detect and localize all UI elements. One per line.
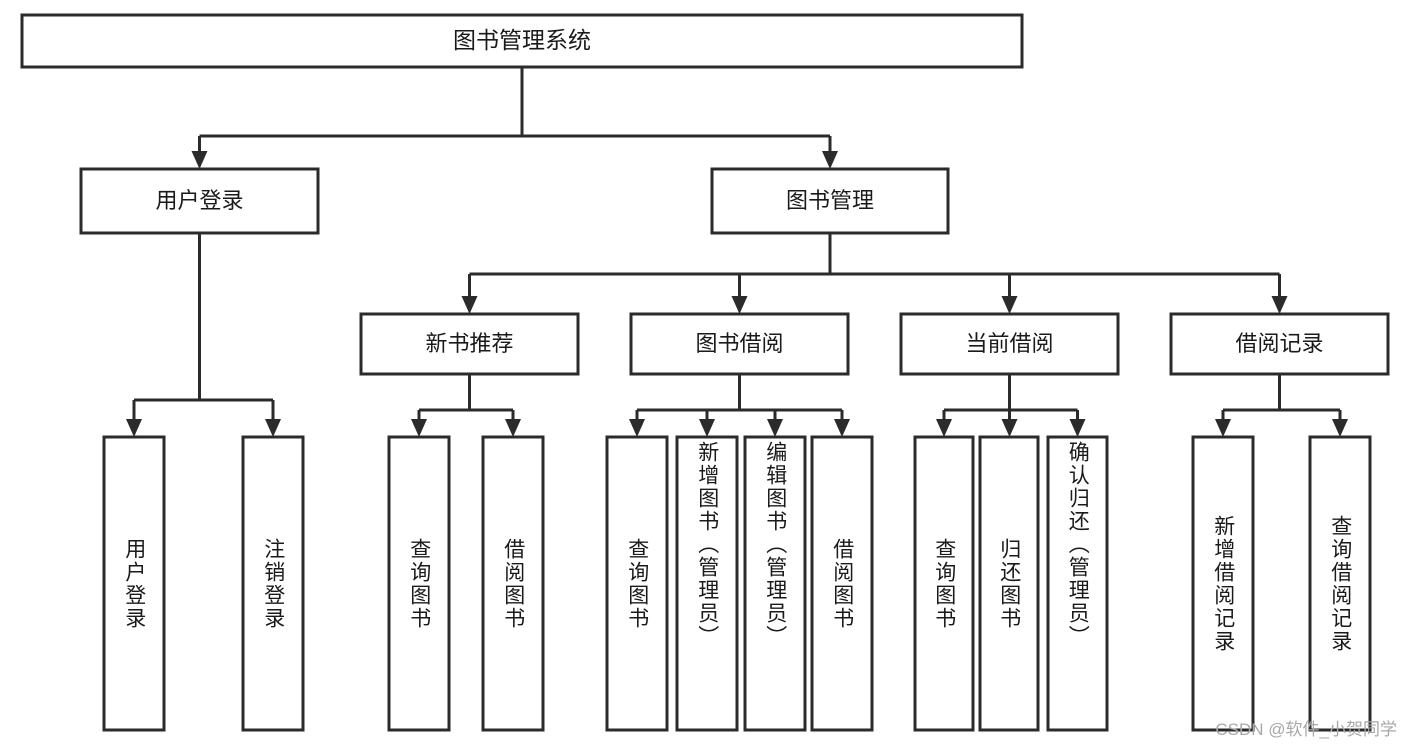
connector-borrow-to-leaves [635,374,844,419]
node-book-borrow-label: 图书借阅 [695,331,783,356]
arrowhead-leaf-1 [126,419,142,437]
node-new-book-recommend[interactable] [359,312,580,376]
connector-book-mgmt-to-level3 [468,233,1281,296]
node-user-login[interactable] [79,167,320,235]
leaf-box-11[interactable] [1046,435,1109,732]
arrowhead-to-new-books [461,296,478,314]
arrowhead-to-current-borrow [1001,296,1018,314]
leaf-box-8[interactable] [810,435,874,732]
connector-borrow-records-to-leaves [1221,374,1342,419]
connector-user-login-to-leaves [132,233,275,419]
arrowhead-leaf-11 [1069,419,1086,437]
arrowhead-to-book-mgmt [822,151,838,169]
node-user-login-label: 用户登录 [155,188,243,213]
arrowhead-leaf-8 [834,419,850,437]
arrowhead-leaf-5 [629,419,645,437]
arrowhead-leaf-13 [1332,419,1348,437]
node-root-label: 图书管理系统 [453,27,591,53]
node-current-borrow[interactable] [899,312,1120,376]
leaf-box-3[interactable] [387,435,451,732]
arrowhead-leaf-3 [411,419,427,437]
arrowhead-leaf-12 [1215,419,1231,437]
node-book-management[interactable] [710,167,950,235]
arrowhead-leaf-9 [936,419,952,437]
arrowhead-leaf-6 [699,419,715,437]
leaf-box-9[interactable] [913,435,975,732]
leaf-box-13[interactable] [1308,435,1372,732]
node-book-management-label: 图书管理 [786,188,874,213]
arrowhead-leaf-10 [1001,419,1018,437]
leaf-box-12[interactable] [1191,435,1255,732]
leaf-box-4[interactable] [481,435,545,732]
arrowhead-to-borrow-records [1271,296,1288,314]
node-root[interactable] [20,13,1024,69]
leaf-box-10[interactable] [978,435,1040,732]
node-current-borrow-label: 当前借阅 [965,331,1053,356]
connector-root-to-level2 [198,67,832,151]
node-new-book-recommend-label: 新书推荐 [425,331,513,356]
leaf-box-1[interactable] [102,435,166,732]
node-borrow-records-label: 借阅记录 [1235,331,1323,356]
csdn-watermark: CSDN @软件_小贺同学 [1215,720,1397,739]
arrowhead-leaf-4 [505,419,521,437]
node-borrow-records[interactable] [1169,312,1390,376]
node-book-borrow[interactable] [629,312,850,376]
leaf-box-2[interactable] [241,435,305,732]
connector-new-books-to-leaves [417,374,515,419]
arrowhead-to-borrow [731,296,748,314]
leaf-box-7[interactable] [743,435,807,732]
arrowhead-leaf-7 [767,419,783,437]
leaf-box-5[interactable] [605,435,669,732]
arrowhead-leaf-2 [265,419,281,437]
leaf-box-6[interactable] [675,435,739,732]
connector-current-borrow-to-leaves [942,374,1079,419]
arrowhead-to-user-login [191,151,208,169]
